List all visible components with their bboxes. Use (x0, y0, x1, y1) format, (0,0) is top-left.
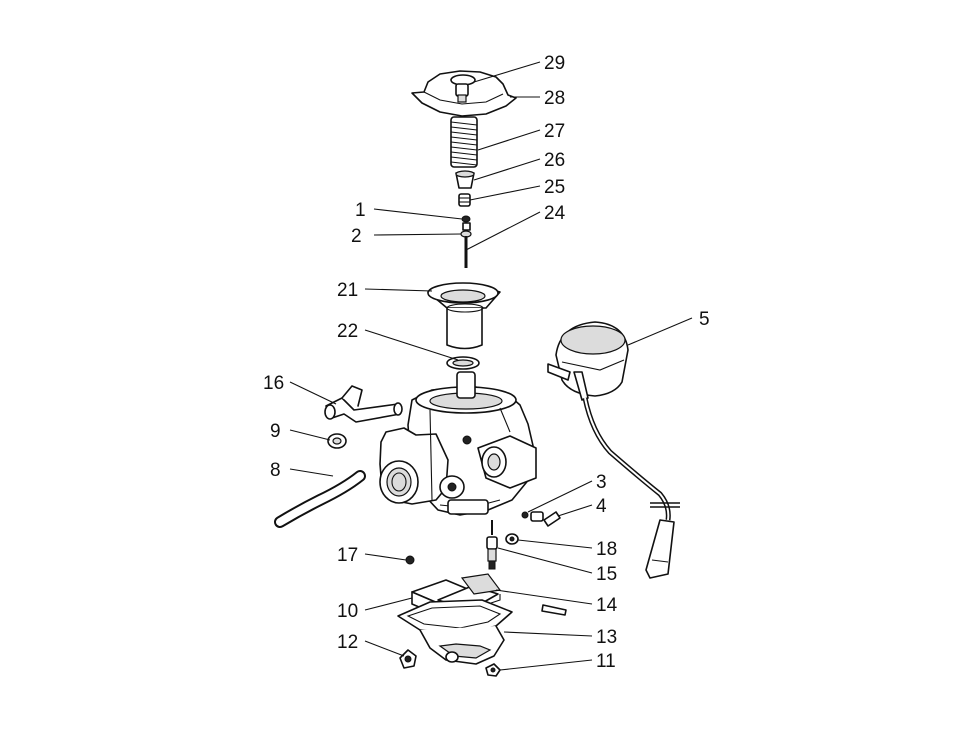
callout-27: 27 (544, 121, 565, 142)
part-diaphragm-slide (427, 282, 501, 350)
callout-1: 1 (355, 200, 366, 221)
callout-13: 13 (596, 627, 617, 648)
callout-10: 10 (337, 601, 358, 622)
callout-3: 3 (596, 472, 607, 493)
part-carburetor-body (379, 371, 537, 516)
part-spring-seat (455, 170, 475, 189)
callout-16: 16 (263, 373, 284, 394)
callout-18: 18 (596, 539, 617, 560)
callout-8: 8 (270, 460, 281, 481)
part-fuel-hose (274, 470, 366, 528)
callout-4: 4 (596, 496, 607, 517)
part-cover-screw (455, 83, 469, 103)
part-spring (450, 116, 478, 168)
part-automatic-choke (547, 321, 680, 579)
leader-lines (289, 61, 693, 671)
part-float-bowl (397, 599, 513, 665)
callout-2: 2 (351, 226, 362, 247)
part-main-jet (486, 520, 498, 570)
callout-26: 26 (544, 150, 565, 171)
callout-29: 29 (544, 53, 565, 74)
callout-21: 21 (337, 280, 358, 301)
part-plug (505, 533, 519, 545)
callout-11: 11 (596, 651, 616, 672)
callout-17: 17 (337, 545, 358, 566)
part-small-bolt (405, 555, 415, 565)
callout-25: 25 (544, 177, 565, 198)
part-needle-retainer (458, 193, 471, 207)
callout-24: 24 (544, 203, 566, 224)
part-hose-fitting (324, 385, 403, 423)
callout-22: 22 (337, 321, 358, 342)
part-o-ring (446, 356, 480, 370)
part-jet-needle (460, 215, 472, 268)
part-drain-screw (399, 649, 417, 669)
callout-5: 5 (699, 309, 710, 330)
callout-15: 15 (596, 564, 617, 585)
part-bowl-screw (485, 663, 501, 677)
callout-28: 28 (544, 88, 565, 109)
callout-14: 14 (596, 595, 618, 616)
part-float-pin (541, 604, 567, 616)
callout-12: 12 (337, 632, 358, 653)
callout-9: 9 (270, 421, 281, 442)
part-idle-screw (521, 511, 561, 527)
callout-labels: 29 28 27 26 25 24 1 2 21 22 5 16 9 8 3 4… (263, 53, 710, 672)
part-hose-clamp (327, 433, 347, 449)
